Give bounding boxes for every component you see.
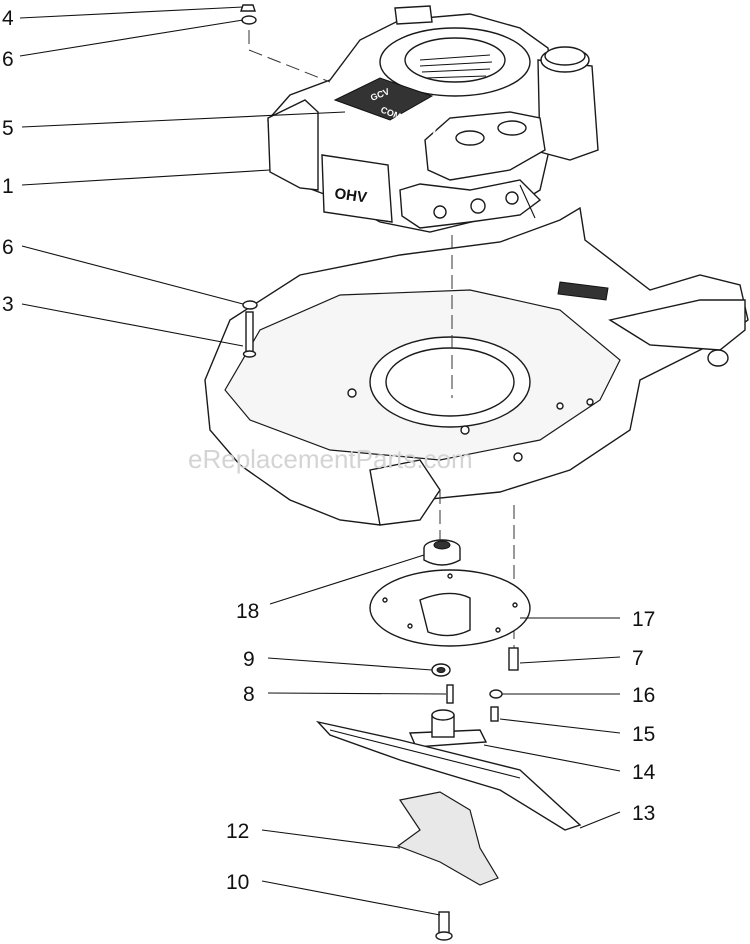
key-8 <box>446 684 454 704</box>
bolt-7 <box>508 647 519 671</box>
blade-12 <box>396 791 499 886</box>
callout-3: 3 <box>2 293 14 316</box>
callout-6b: 6 <box>2 236 14 259</box>
engine-ohv-text: OHV <box>333 185 368 206</box>
callout-7: 7 <box>632 647 644 670</box>
leader-15 <box>499 718 621 734</box>
washer-6-deck <box>242 300 258 310</box>
screw-15 <box>490 706 499 722</box>
washer-16 <box>489 689 503 699</box>
leader-6a <box>19 19 244 57</box>
callout-12: 12 <box>226 820 249 843</box>
leader-12 <box>261 829 401 849</box>
leader-3 <box>21 303 244 347</box>
leader-7 <box>519 656 621 664</box>
bearing-18 <box>423 539 461 566</box>
leader-10 <box>261 880 441 916</box>
leader-18 <box>269 554 425 605</box>
engine: GCV COMMERCIAL OHV <box>267 5 599 233</box>
callout-17: 17 <box>632 608 655 631</box>
spacer-9 <box>431 663 451 677</box>
nut-4 <box>240 4 256 12</box>
blade-13 <box>315 720 582 831</box>
callout-5: 5 <box>2 117 14 140</box>
starter-grille <box>419 54 493 79</box>
callout-15: 15 <box>632 723 655 746</box>
callout-18: 18 <box>236 600 259 623</box>
blade-adapter-14 <box>408 709 488 748</box>
callout-9: 9 <box>243 648 255 671</box>
callout-1: 1 <box>2 175 14 198</box>
watermark: eReplacementParts.com <box>188 444 473 474</box>
baffle-plate-17 <box>369 569 531 647</box>
bolt-10 <box>435 911 453 941</box>
callout-13: 13 <box>632 802 655 825</box>
bolt-3 <box>242 311 257 358</box>
leader-1 <box>21 169 271 186</box>
leader-14 <box>483 744 621 772</box>
leader-9 <box>267 657 433 671</box>
callout-16: 16 <box>632 684 655 707</box>
callout-10: 10 <box>226 871 249 894</box>
leader-8 <box>267 692 447 695</box>
leader-13 <box>579 811 621 829</box>
leader-6b <box>21 245 244 305</box>
centerline-top <box>248 30 331 83</box>
callout-14: 14 <box>632 761 656 784</box>
callout-8: 8 <box>243 683 255 706</box>
leader-5 <box>21 111 346 128</box>
callout-4: 4 <box>2 7 14 30</box>
washer-6-top <box>241 15 257 25</box>
leader-4 <box>19 6 244 19</box>
mower-deck <box>204 206 749 526</box>
callout-6a: 6 <box>2 48 14 71</box>
